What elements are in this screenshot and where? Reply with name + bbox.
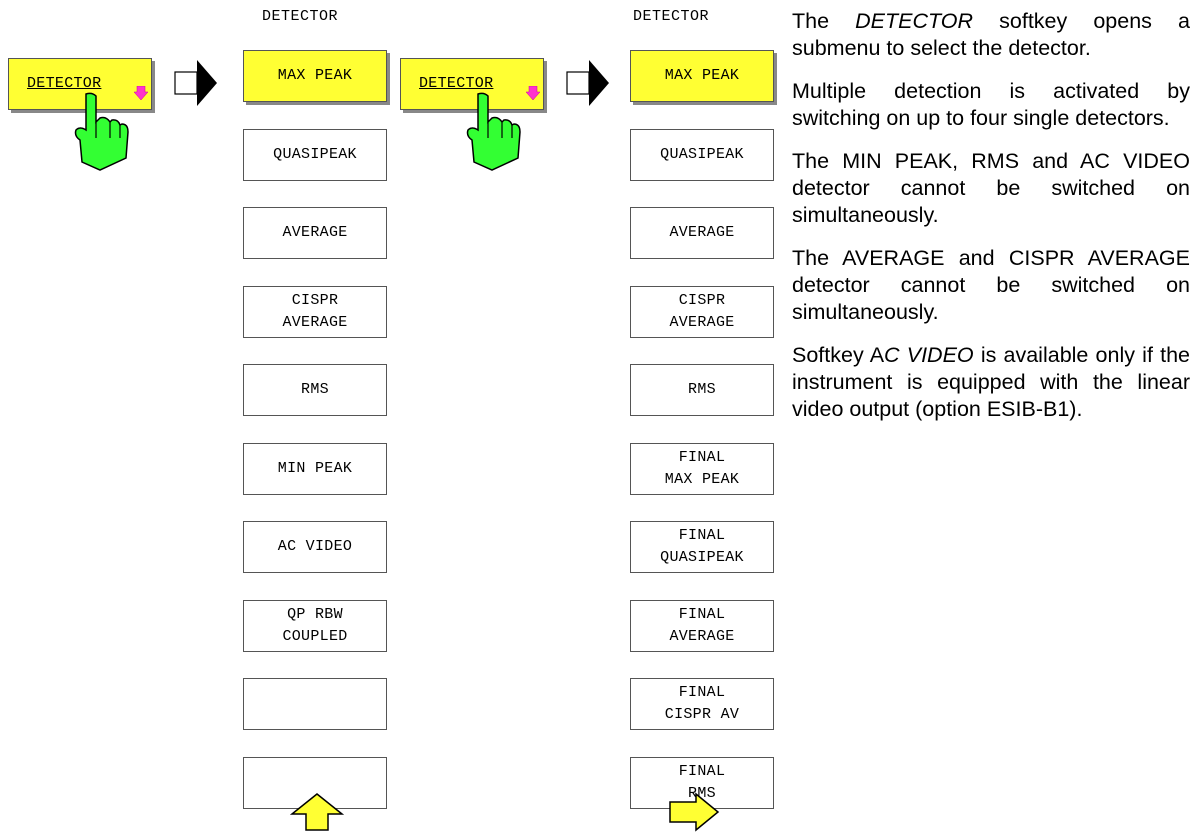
col2-softkey-quasipeak[interactable]: QUASIPEAK <box>243 128 387 181</box>
description-text: The DETECTOR softkey opens a submenu to … <box>792 8 1190 439</box>
submenu-arrow-icon <box>134 86 148 100</box>
detector-softkey[interactable]: DETECTOR <box>8 58 152 110</box>
description-emphasis: C VIDEO <box>884 343 974 367</box>
flow-arrow-icon <box>174 60 217 106</box>
col2-softkey-max-peak[interactable]: MAX PEAK <box>243 50 387 102</box>
detector-softkey-2-label: DETECTOR <box>419 75 494 92</box>
description-text-run: softkey opens a submenu to select the de… <box>792 9 1190 60</box>
description-text-run: is available only if the instrument is e… <box>792 343 1190 421</box>
col2-softkey-ac-video[interactable]: AC VIDEO <box>243 521 387 573</box>
col2-softkey-empty-8[interactable] <box>243 678 387 730</box>
description-paragraph-5: Softkey AC VIDEO is available only if th… <box>792 342 1190 423</box>
col2-softkey-qp-rbw-coupled[interactable]: QP RBW COUPLED <box>243 599 387 652</box>
col4-softkey-final-cispr-av[interactable]: FINAL CISPR AV <box>630 678 774 730</box>
description-paragraph-4: The AVERAGE and CISPR AVERAGE detector c… <box>792 246 1190 324</box>
menu-title-detector-2: DETECTOR <box>633 8 710 25</box>
detector-softkey-2[interactable]: DETECTOR <box>400 58 544 110</box>
scroll-right-arrow-icon[interactable] <box>668 792 720 832</box>
description-paragraph-3: The MIN PEAK, RMS and AC VIDEO detector … <box>792 149 1190 227</box>
col4-softkey-final-average[interactable]: FINAL AVERAGE <box>630 599 774 652</box>
hand-pointer-icon <box>466 92 521 171</box>
hand-pointer-icon <box>74 92 129 171</box>
col4-softkey-rms[interactable]: RMS <box>630 364 774 416</box>
col4-softkey-cispr-average[interactable]: CISPR AVERAGE <box>630 285 774 338</box>
submenu-arrow-icon <box>526 86 540 100</box>
col4-softkey-max-peak[interactable]: MAX PEAK <box>630 50 774 102</box>
col4-softkey-average[interactable]: AVERAGE <box>630 207 774 259</box>
scroll-up-arrow-icon[interactable] <box>290 792 344 832</box>
col2-softkey-cispr-average[interactable]: CISPR AVERAGE <box>243 285 387 338</box>
col2-softkey-rms[interactable]: RMS <box>243 364 387 416</box>
col4-softkey-final-max-peak[interactable]: FINAL MAX PEAK <box>630 442 774 495</box>
detector-softkey-label: DETECTOR <box>27 75 102 92</box>
col2-softkey-min-peak[interactable]: MIN PEAK <box>243 442 387 495</box>
description-text-run: The <box>792 9 856 33</box>
description-emphasis: DETECTOR <box>855 9 974 33</box>
description-text-run: Softkey A <box>792 343 885 367</box>
description-paragraph-2: Multiple detection is activated by switc… <box>792 79 1190 130</box>
flow-arrow-icon <box>566 60 609 106</box>
description-paragraph-1: The DETECTOR softkey opens a submenu to … <box>792 8 1190 62</box>
menu-title-detector: DETECTOR <box>262 8 339 25</box>
col4-softkey-final-quasipeak[interactable]: FINAL QUASIPEAK <box>630 521 774 573</box>
col4-softkey-quasipeak[interactable]: QUASIPEAK <box>630 128 774 181</box>
col2-softkey-average[interactable]: AVERAGE <box>243 207 387 259</box>
